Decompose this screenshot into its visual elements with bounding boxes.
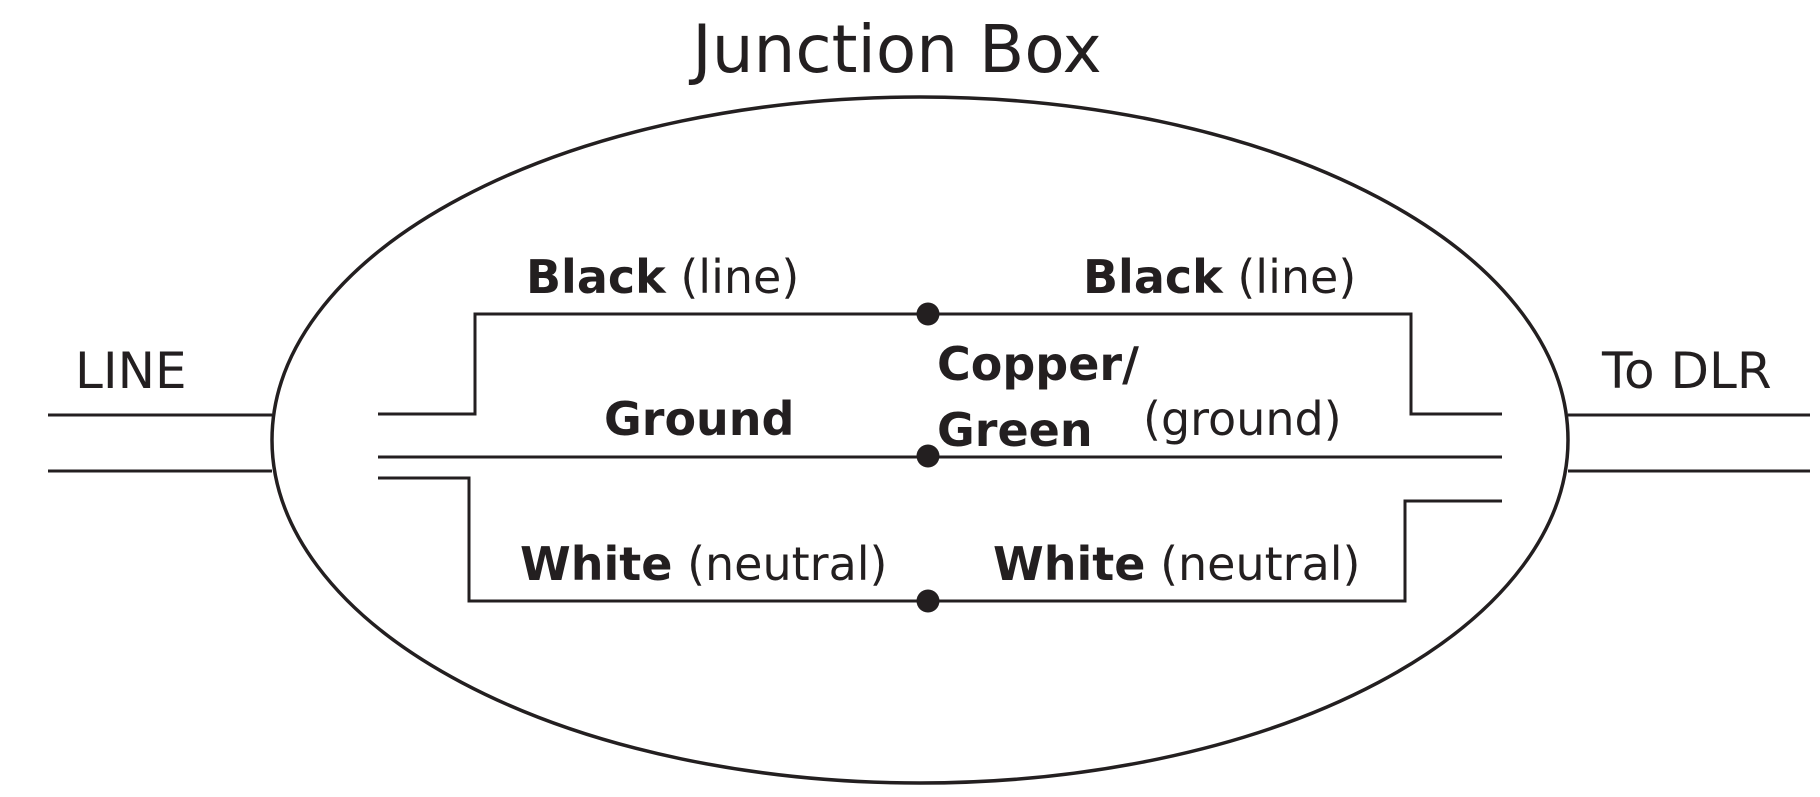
junction-box-outline: [270, 95, 1570, 785]
ground-label-right: (ground): [1143, 392, 1342, 446]
diagram-title: Junction Box: [688, 11, 1102, 88]
line-label: LINE: [75, 342, 187, 400]
white-neutral-label-right: White (neutral): [993, 537, 1361, 591]
to-dlr-label: To DLR: [1601, 342, 1772, 400]
white-neutral-label-left: White (neutral): [520, 537, 888, 591]
ground-splice-dot: [916, 444, 940, 468]
white-splice-dot: [916, 589, 940, 613]
green-label: Green: [937, 403, 1093, 457]
black-line-label-left: Black (line): [526, 250, 799, 304]
ground-label-left: Ground: [604, 392, 794, 446]
black-line-label-right: Black (line): [1083, 250, 1356, 304]
copper-label: Copper/: [937, 337, 1139, 391]
black-splice-dot: [916, 302, 940, 326]
black-line-wire: [378, 312, 1502, 416]
